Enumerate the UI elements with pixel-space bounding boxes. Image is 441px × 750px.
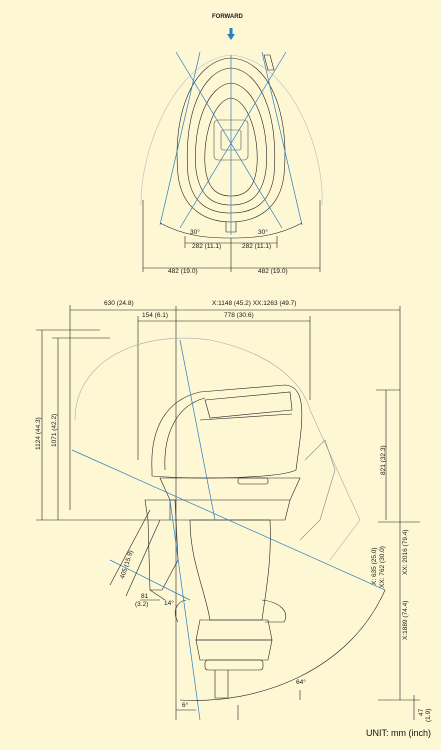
dim-821: 821 (32.3): [380, 445, 387, 475]
dim-778: 778 (30.6): [224, 312, 254, 319]
top-view: [140, 28, 323, 272]
top-cowl: [176, 57, 286, 223]
dim-47-inch: (1.9): [425, 708, 432, 722]
dim-81: 81: [141, 593, 149, 600]
dim-right-outer: 482 (19.0): [258, 268, 288, 275]
dim-1124: 1124 (44.3): [35, 417, 42, 450]
dim-81-inch: (3.2): [135, 601, 149, 608]
angle-6: 6°: [182, 702, 189, 709]
angle-right-label: 30°: [258, 229, 268, 236]
unit-label: UNIT: mm (inch): [366, 728, 431, 738]
dim-630: 630 (24.8): [104, 300, 134, 307]
angle-left-label: 30°: [190, 229, 200, 236]
dim-154: 154 (6.1): [142, 312, 169, 319]
dim-2016: XX: 2016 (79.4): [402, 529, 409, 575]
dim-635: X: 635 (25.0): [371, 547, 378, 585]
dim-1889: X:1889 (74.4): [402, 600, 409, 640]
tilted-outline: [74, 337, 361, 561]
dim-left-inner: 282 (11.1): [192, 243, 222, 250]
dim-1148-1263: X:1148 (45.2) XX:1263 (49.7): [212, 300, 297, 307]
dim-left-outer: 482 (19.0): [168, 268, 198, 275]
angle-64: 64°: [296, 679, 306, 686]
dim-1071: 1071 (42.2): [51, 413, 58, 447]
side-cowl: [151, 384, 303, 479]
dim-right-inner: 282 (11.1): [242, 243, 272, 250]
dim-762: XX: 762 (30.0): [379, 546, 386, 588]
forward-arrow-icon: [227, 28, 235, 40]
forward-label: FORWARD: [212, 14, 243, 20]
side-view: [36, 305, 420, 721]
angle-14: 14°: [164, 600, 174, 607]
